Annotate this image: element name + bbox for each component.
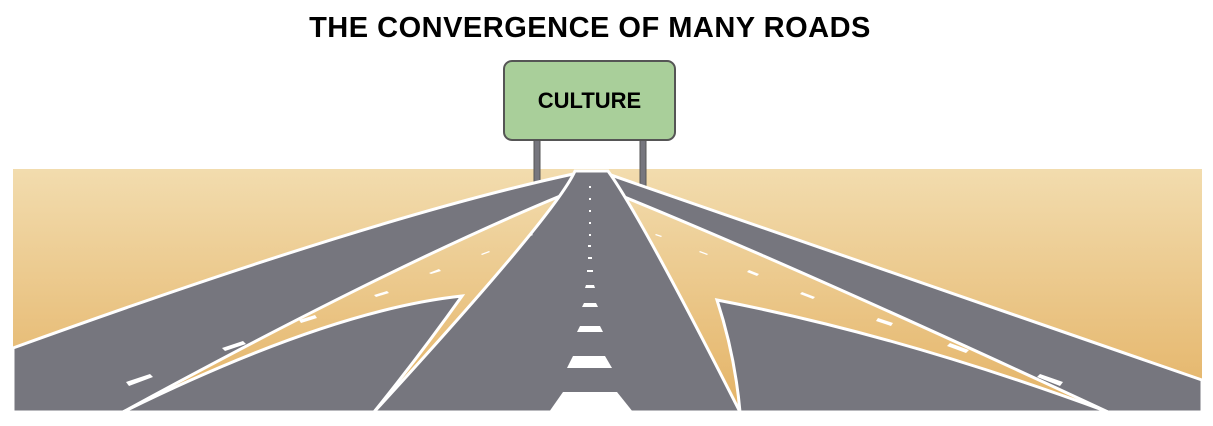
lane-dash [588,257,592,259]
center-road-lane-markings [549,186,633,412]
lane-dash [585,285,595,288]
right-road-shoulder [714,298,1109,414]
culture-sign: CULTURE [503,60,676,141]
lane-dash [589,198,591,200]
lane-dash [747,270,759,276]
diagram-title: THE CONVERGENCE OF MANY ROADS [309,12,871,44]
lane-dash [481,251,490,255]
lane-dash [587,270,593,272]
lane-dash [589,186,591,188]
lane-dash [429,269,441,274]
lane-dash [527,234,533,237]
lane-dash [567,356,612,368]
lane-dash [577,326,603,332]
lane-dash [582,303,598,307]
lane-dash [126,374,153,386]
lane-dash [374,291,389,297]
left-road-shoulder [122,294,466,414]
lane-dash [588,245,591,247]
right-road-lane-markings [655,234,1063,386]
left-road-lane-markings [126,234,533,386]
sign-label: CULTURE [538,88,641,113]
lane-dash [699,251,708,255]
lane-dash [589,210,591,212]
lane-dash [589,222,591,224]
lane-dash [655,234,662,237]
lane-dash [549,392,633,412]
lane-dash [947,343,969,353]
lane-dash [222,341,246,351]
lane-dash [876,318,893,326]
lane-dash [299,315,317,323]
sign-board [503,60,676,141]
lane-dash [800,292,815,299]
lane-dash [1037,374,1063,386]
lane-dash [589,234,591,236]
